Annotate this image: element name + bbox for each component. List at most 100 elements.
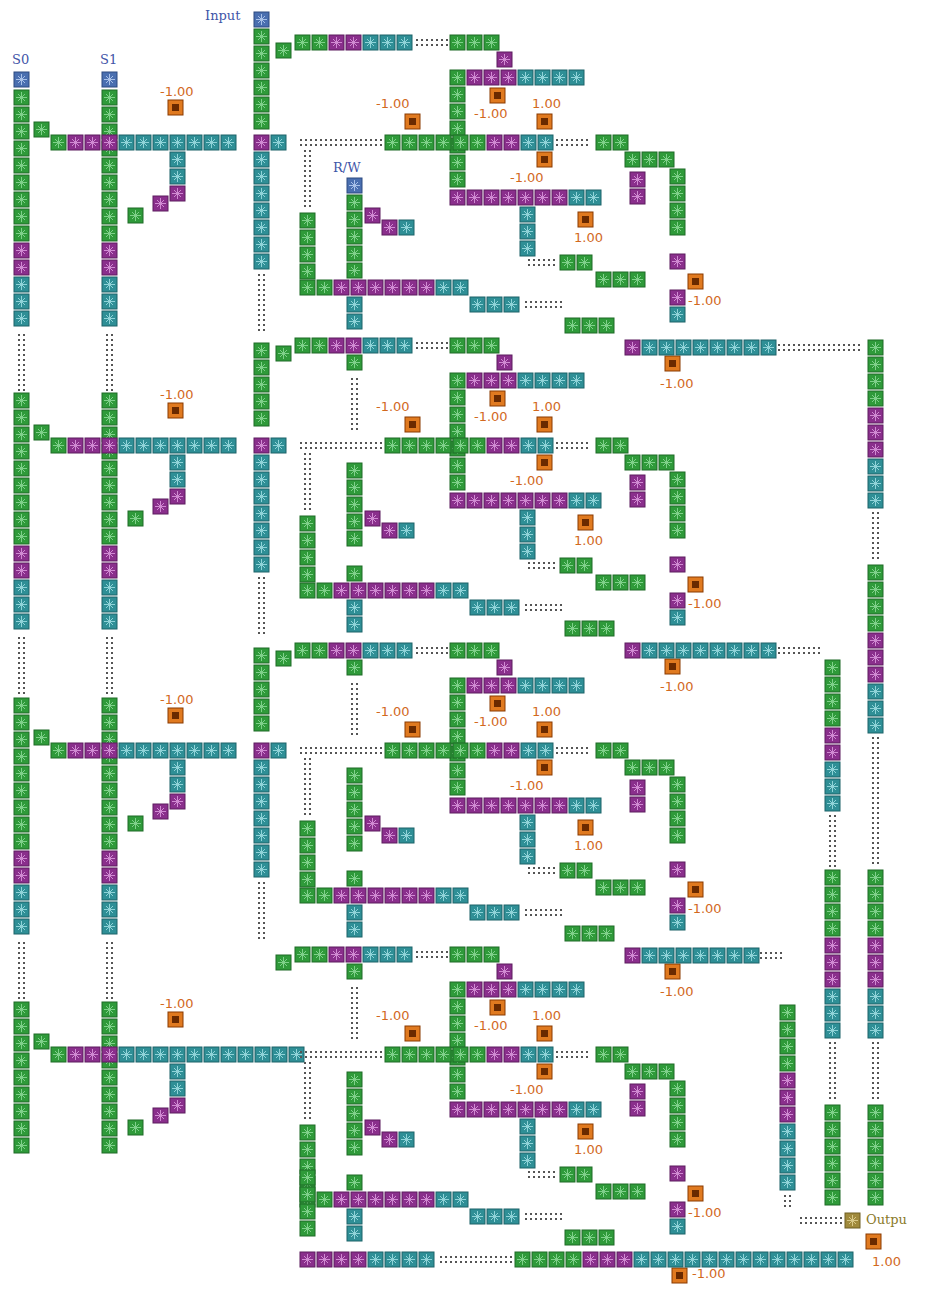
gap-dot bbox=[106, 692, 108, 694]
tile-mark bbox=[349, 966, 360, 977]
gap-dot bbox=[350, 1051, 352, 1053]
tile bbox=[470, 1209, 485, 1224]
gap-dot bbox=[263, 632, 265, 634]
tile bbox=[254, 343, 269, 358]
gap-dot bbox=[351, 688, 353, 690]
gap-dot bbox=[545, 301, 547, 303]
gap-dot bbox=[416, 652, 418, 654]
tile bbox=[136, 438, 151, 453]
tile bbox=[14, 919, 29, 934]
tile bbox=[300, 583, 315, 598]
gap-dot bbox=[555, 914, 557, 916]
tile bbox=[254, 135, 269, 150]
tile bbox=[501, 493, 516, 508]
weight-tile bbox=[168, 708, 183, 723]
tile-mark bbox=[384, 525, 395, 536]
gap-dot bbox=[560, 609, 562, 611]
tile-mark bbox=[520, 984, 531, 995]
tile bbox=[670, 1115, 685, 1130]
gap-dot bbox=[533, 567, 535, 569]
gap-dot bbox=[356, 1007, 358, 1009]
tile-mark bbox=[302, 823, 313, 834]
tile bbox=[596, 272, 611, 287]
gap-dot bbox=[304, 808, 306, 810]
gap-dot bbox=[18, 657, 20, 659]
tile-mark bbox=[319, 890, 330, 901]
gap-dot bbox=[370, 144, 372, 146]
tile bbox=[569, 1102, 584, 1117]
gap-dot bbox=[561, 1056, 563, 1058]
gap-dot bbox=[111, 389, 113, 391]
tile-mark bbox=[672, 796, 683, 807]
tile-mark bbox=[571, 800, 582, 811]
tile-mark bbox=[404, 890, 415, 901]
tile-mark bbox=[104, 497, 115, 508]
tile bbox=[569, 190, 584, 205]
tile-mark bbox=[104, 160, 115, 171]
tile bbox=[312, 643, 327, 658]
tile bbox=[347, 871, 362, 886]
tile bbox=[670, 1132, 685, 1147]
tile-mark bbox=[256, 745, 267, 756]
tile bbox=[51, 1047, 66, 1062]
gap-dot bbox=[553, 259, 555, 261]
gap-dot bbox=[320, 139, 322, 141]
tile bbox=[102, 868, 117, 883]
gap-dot bbox=[548, 264, 550, 266]
gap-dot bbox=[263, 592, 265, 594]
tile bbox=[450, 678, 465, 693]
tile bbox=[504, 743, 519, 758]
weight-tile-core bbox=[494, 395, 501, 402]
gap-dot bbox=[355, 1056, 357, 1058]
gap-dot bbox=[528, 562, 530, 564]
gap-dot bbox=[538, 567, 540, 569]
tile-mark bbox=[365, 949, 376, 960]
gap-dot bbox=[365, 1056, 367, 1058]
gap-dot bbox=[543, 872, 545, 874]
gap-dot bbox=[446, 44, 448, 46]
gap-dot bbox=[304, 783, 306, 785]
gap-dot bbox=[340, 442, 342, 444]
tile-mark bbox=[672, 864, 683, 875]
tile bbox=[276, 346, 291, 361]
gap-dot bbox=[320, 144, 322, 146]
tile bbox=[450, 104, 465, 119]
gap-dot bbox=[351, 393, 353, 395]
tile-mark bbox=[104, 514, 115, 525]
tile bbox=[14, 141, 29, 156]
tile-mark bbox=[16, 531, 27, 542]
tile-mark bbox=[302, 890, 313, 901]
gap-dot bbox=[356, 723, 358, 725]
gap-dot bbox=[309, 813, 311, 815]
tile bbox=[484, 70, 499, 85]
tile bbox=[334, 280, 349, 295]
tile-mark bbox=[348, 949, 359, 960]
gap-dot bbox=[310, 447, 312, 449]
tile-mark bbox=[104, 92, 115, 103]
tile-mark bbox=[672, 222, 683, 233]
tile bbox=[501, 70, 516, 85]
gap-dot bbox=[530, 1218, 532, 1220]
tile-mark bbox=[349, 787, 360, 798]
tile bbox=[596, 135, 611, 150]
gap-dot bbox=[351, 733, 353, 735]
tile bbox=[385, 1047, 400, 1062]
tile-mark bbox=[438, 890, 449, 901]
gap-dot bbox=[309, 793, 311, 795]
tile bbox=[385, 888, 400, 903]
tile-mark bbox=[421, 1049, 432, 1060]
gap-dot bbox=[540, 301, 542, 303]
gap-dot bbox=[345, 1056, 347, 1058]
tile bbox=[625, 455, 640, 470]
tile bbox=[630, 272, 645, 287]
tile-mark bbox=[503, 1104, 514, 1115]
gap-dot bbox=[365, 1051, 367, 1053]
tile bbox=[436, 583, 451, 598]
gap-dot bbox=[441, 347, 443, 349]
tile-mark bbox=[567, 320, 578, 331]
gap-dot bbox=[528, 867, 530, 869]
tile bbox=[170, 169, 185, 184]
tile-mark bbox=[256, 457, 267, 468]
gap-dot bbox=[426, 956, 428, 958]
tile bbox=[450, 695, 465, 710]
